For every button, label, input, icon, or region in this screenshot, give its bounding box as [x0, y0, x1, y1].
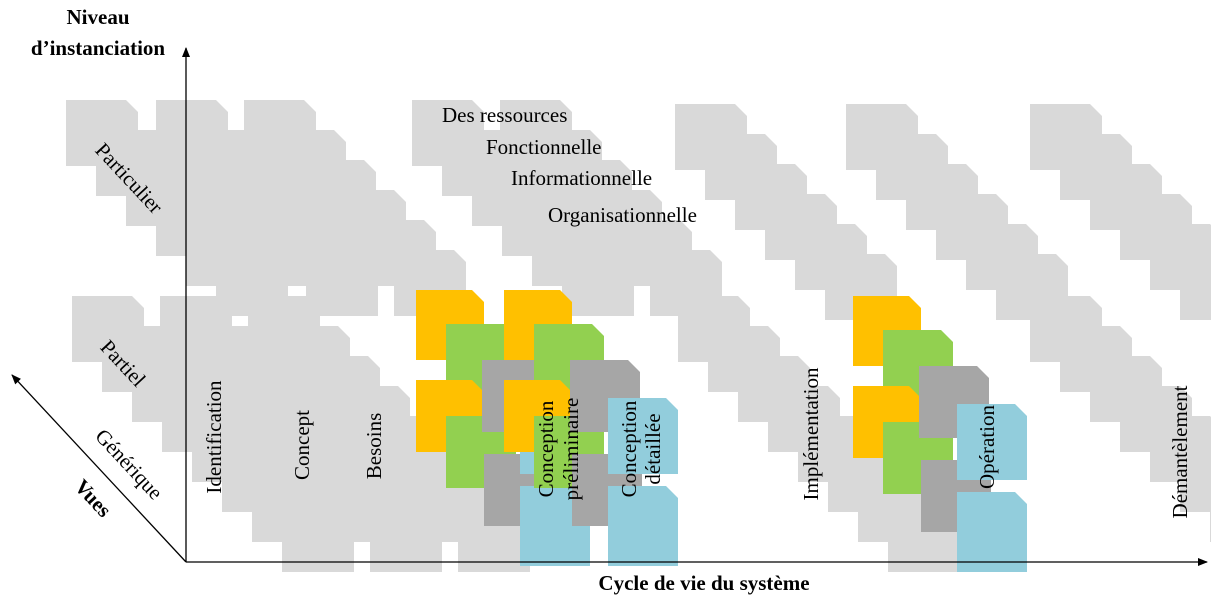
conception-detaillee-blue-top [608, 398, 678, 474]
axes [11, 47, 1208, 566]
phase-besoins: Besoins [362, 413, 386, 480]
phase-conception-preliminaire-line1: Conception [534, 400, 558, 497]
phase-conception-detaillee-line2: détaillée [641, 413, 665, 484]
particulier-block-col8-5 [1180, 254, 1211, 320]
depth-axis-title: Vues [70, 475, 116, 522]
phase-conception-preliminaire-line2: préliminaire [559, 398, 583, 501]
generique-block-col2-7 [370, 506, 442, 572]
phase-conception-detaillee-line1: Conception [617, 400, 641, 497]
depth-axis [11, 374, 187, 563]
view-informationnelle: Informationnelle [511, 166, 652, 190]
phase-demantelement: Démantèlement [1168, 385, 1192, 518]
operation-blue-top [957, 404, 1027, 480]
phase-concept: Concept [290, 410, 314, 480]
view-organisationnelle: Organisationnelle [548, 203, 697, 227]
y-axis-title-line2: d’instanciation [31, 36, 166, 60]
phase-operation: Opération [975, 405, 999, 489]
particulier-block-col2-5 [306, 250, 378, 316]
operation-blue-bottom [957, 492, 1027, 572]
generique-block-col5-5 [1180, 446, 1211, 512]
particulier-block-col4-5 [562, 250, 634, 316]
phase-identification: Identification [202, 380, 226, 494]
view-fonctionnelle: Fonctionnelle [486, 135, 601, 159]
phase-implementation: Implémentation [799, 367, 823, 500]
block-layer [66, 100, 1211, 572]
y-axis-title-line1: Niveau [67, 5, 130, 29]
conception-detaillee-blue-bottom [608, 486, 678, 566]
generique-block-col1-7 [282, 506, 354, 572]
x-axis-title: Cycle de vie du système [598, 571, 809, 595]
view-ressources: Des ressources [442, 103, 567, 127]
